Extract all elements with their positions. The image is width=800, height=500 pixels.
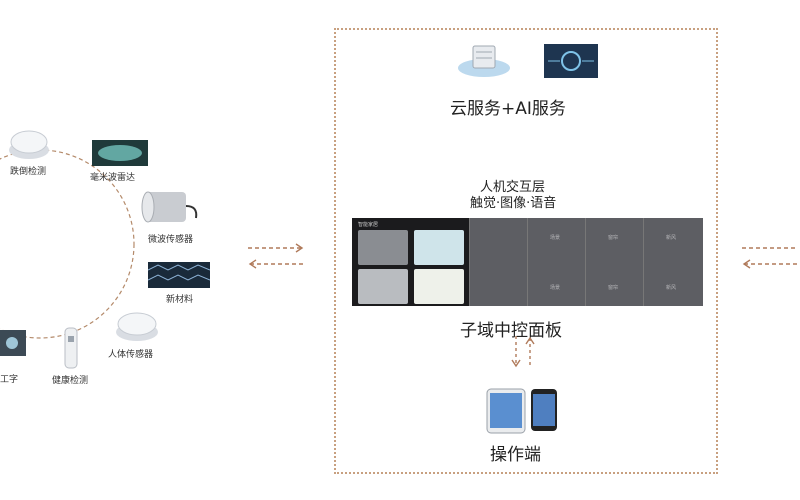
- vertical-arrows: [511, 336, 535, 368]
- control-panel: 智能家居 场景场景 窗帘窗帘 新风新风: [352, 218, 703, 306]
- switch-tile-3[interactable]: 窗帘窗帘: [585, 218, 644, 306]
- ai-chip-icon: [544, 44, 598, 82]
- right-arrows: [742, 247, 798, 269]
- room-thumb-4[interactable]: [414, 269, 464, 304]
- device-label-left: 工字: [0, 375, 19, 385]
- device-ring: [0, 149, 135, 339]
- cloud-label: 云服务+AI服务: [450, 99, 566, 119]
- panel-screen-header: 智能家居: [358, 222, 379, 228]
- room-thumb-1[interactable]: [358, 230, 408, 265]
- body-sensor-icon: [112, 308, 162, 348]
- hmi-title: 人机交互层: [480, 180, 546, 195]
- tablet-icon: [486, 388, 526, 438]
- hmi-subtitle: 触觉·图像·语音: [470, 196, 557, 211]
- monitor-icon: [0, 330, 26, 360]
- fall-sensor-icon: [6, 126, 54, 166]
- microwave-sensor-icon: [140, 184, 200, 232]
- device-label-health: 健康检测: [52, 376, 89, 386]
- panel-screen[interactable]: 智能家居: [352, 218, 469, 306]
- phone-icon: [530, 388, 558, 436]
- central-frame: [334, 28, 718, 474]
- room-thumb-3[interactable]: [358, 269, 408, 304]
- health-device-icon: [62, 326, 80, 374]
- left-arrows: [248, 243, 304, 269]
- room-thumb-2[interactable]: [414, 230, 464, 265]
- device-label-body: 人体传感器: [108, 350, 154, 360]
- device-label-fall: 跌倒检测: [10, 167, 47, 177]
- device-label-mmwave: 毫米波雷达: [90, 173, 136, 183]
- graphene-material-icon: [147, 262, 211, 292]
- device-label-microwave: 微波传感器: [148, 235, 194, 245]
- switch-tile-2[interactable]: 场景场景: [527, 218, 586, 306]
- switch-tile-1[interactable]: [469, 218, 528, 306]
- terminal-label: 操作端: [490, 445, 541, 465]
- mmwave-radar-icon: [92, 140, 148, 170]
- cloud-server-icon: [457, 42, 511, 82]
- device-label-material: 新材料: [166, 295, 194, 305]
- panel-label: 子域中控面板: [460, 321, 562, 341]
- switch-tile-4[interactable]: 新风新风: [643, 218, 703, 306]
